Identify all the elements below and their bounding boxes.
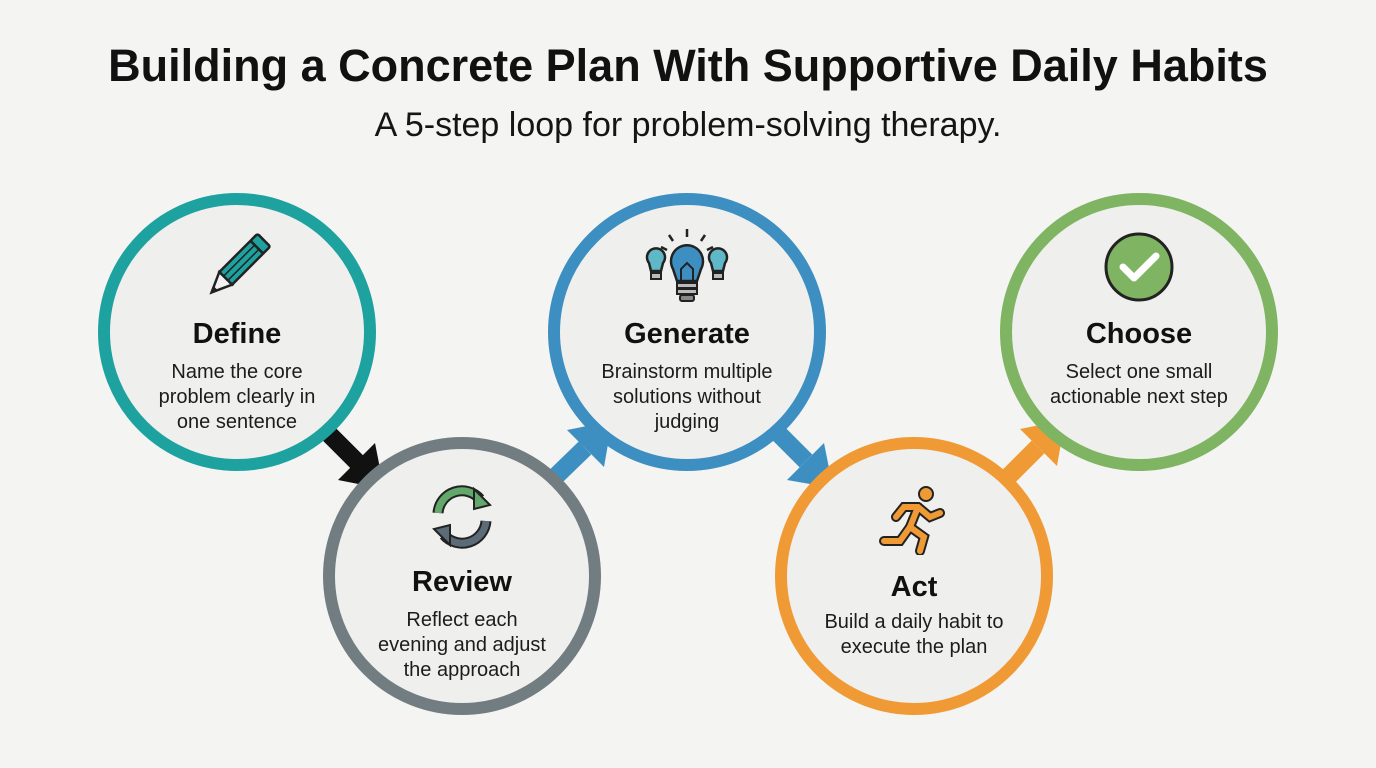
step-title: Act xyxy=(890,571,938,603)
page-title: Building a Concrete Plan With Supportive… xyxy=(108,40,1268,91)
step-description: Build a daily habit to execute the plan xyxy=(824,611,1004,658)
step-act: Act Build a daily habit to execute the p… xyxy=(775,437,1053,715)
pencil-icon xyxy=(197,227,277,312)
step-description: Select one small actionable next step xyxy=(1050,361,1228,408)
step-title: Define xyxy=(192,318,282,350)
refresh-icon xyxy=(424,479,500,560)
lightbulb-icon xyxy=(639,227,735,312)
step-title: Review xyxy=(412,566,512,598)
step-title: Generate xyxy=(624,318,750,350)
step-description: Reflect each evening and adjust the appr… xyxy=(378,609,546,681)
step-generate: Generate Brainstorm multiple solutions w… xyxy=(548,193,826,471)
page-subtitle: A 5-step loop for problem-solving therap… xyxy=(374,106,1002,144)
running-person-icon xyxy=(874,485,954,560)
step-description: Brainstorm multiple solutions without ju… xyxy=(601,361,773,433)
step-define: Define Name the core problem clearly in … xyxy=(98,193,376,471)
check-circle-icon xyxy=(1101,229,1177,310)
step-choose: Choose Select one small actionable next … xyxy=(1000,193,1278,471)
step-title: Choose xyxy=(1085,318,1193,350)
step-review: Review Reflect each evening and adjust t… xyxy=(323,437,601,715)
step-description: Name the core problem clearly in one sen… xyxy=(158,361,316,433)
